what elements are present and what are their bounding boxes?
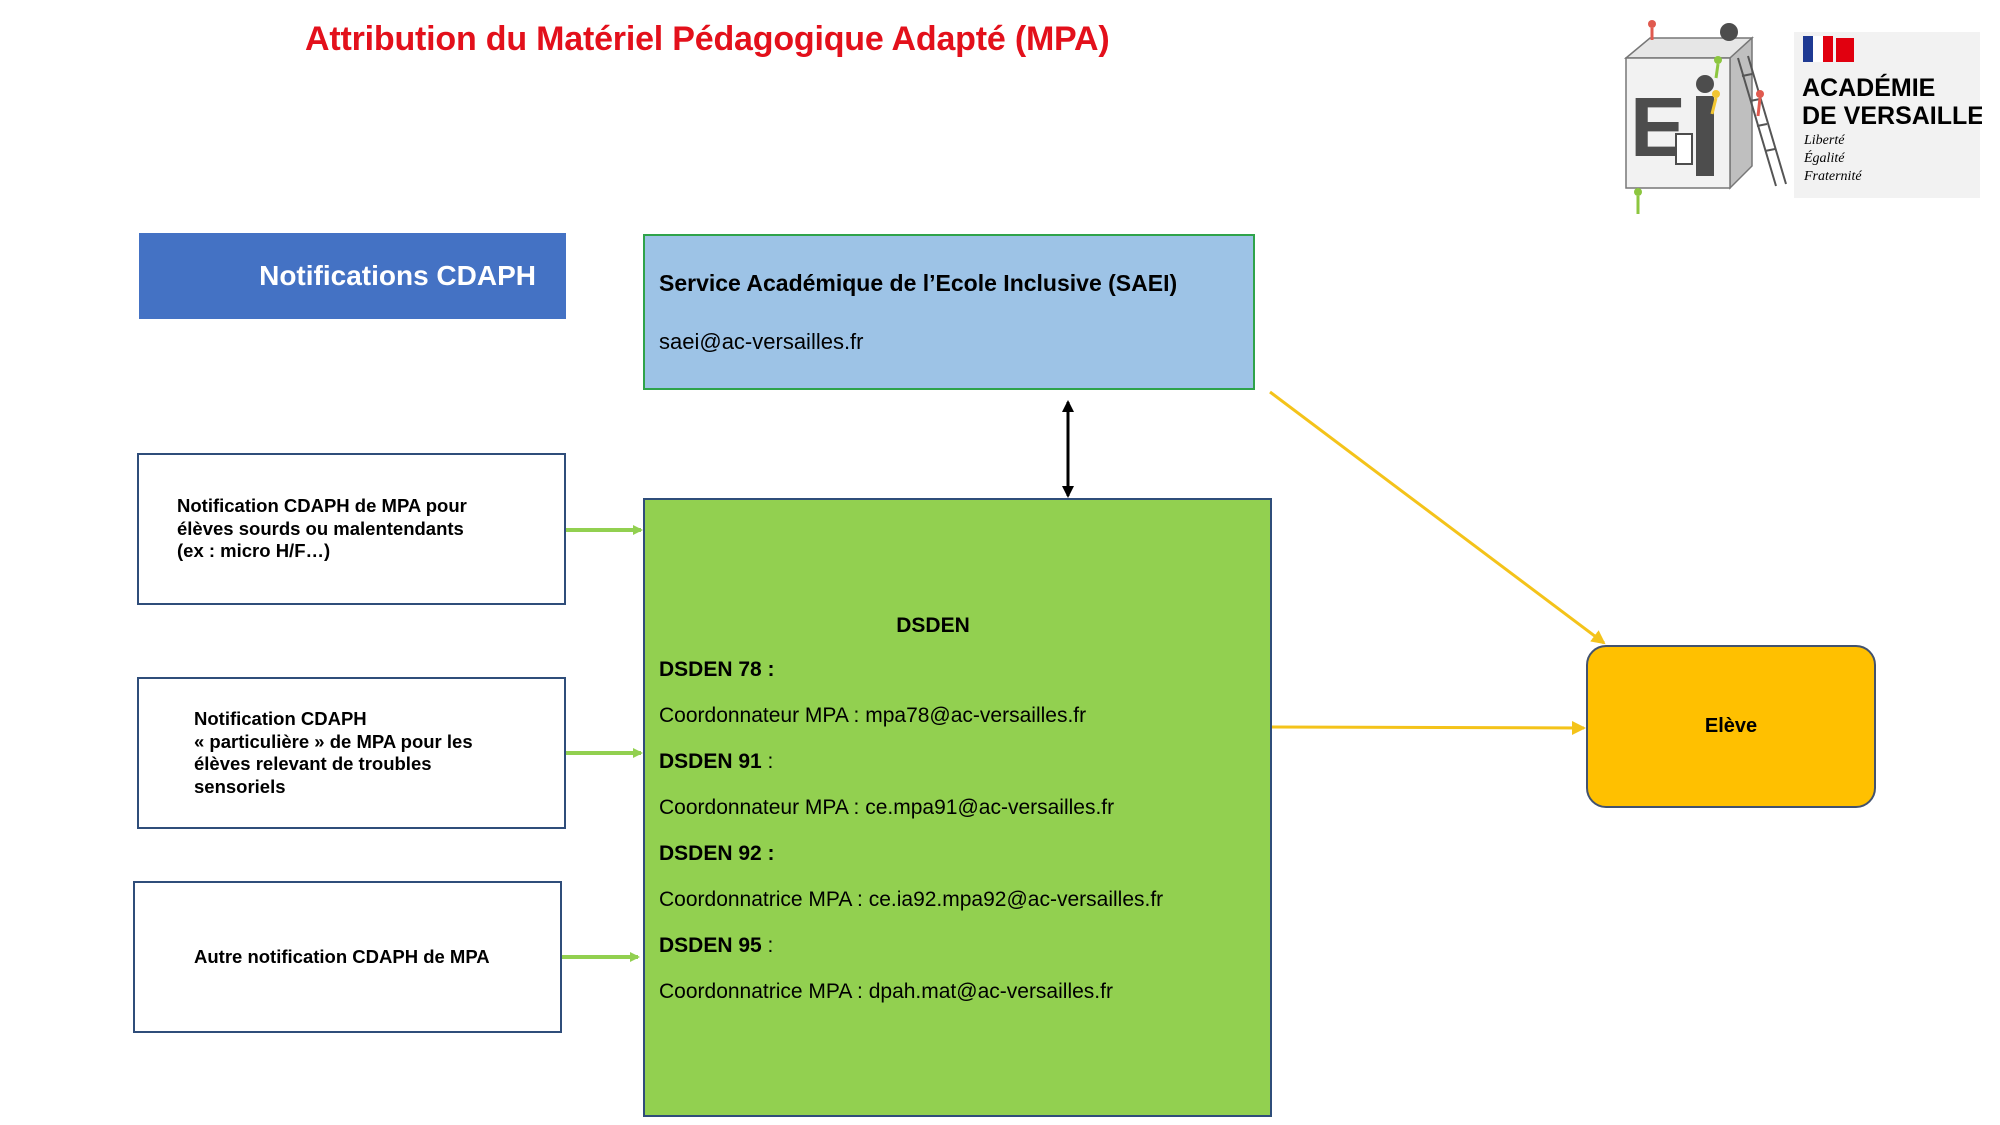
eleve-box: Elève (1586, 645, 1876, 808)
notification-box-particuliere: Notification CDAPH « particulière » de M… (137, 677, 566, 829)
academie-line2: DE VERSAILLES (1802, 102, 1982, 130)
saei-title: Service Académique de l’Ecole Inclusive … (659, 270, 1178, 296)
dsden-91-label: DSDEN 91 : (659, 750, 774, 773)
notification-text: Autre notification CDAPH de MPA (194, 945, 490, 967)
notification-text: Notification CDAPH de MPA pour élèves so… (177, 495, 467, 562)
saei-email: saei@ac-versailles.fr (659, 329, 864, 354)
dsden-95-contact: Coordonnatrice MPA : dpah.mat@ac-versail… (659, 980, 1113, 1003)
page-title: Attribution du Matériel Pédagogique Adap… (305, 20, 1110, 58)
dsden-91-contact: Coordonnateur MPA : ce.mpa91@ac-versaill… (659, 796, 1115, 819)
dsden-92-label: DSDEN 92 : (659, 842, 775, 865)
notifications-header: Notifications CDAPH (139, 233, 566, 319)
dsden-78-contact: Coordonnateur MPA : mpa78@ac-versailles.… (659, 704, 1087, 727)
dsden-95-label: DSDEN 95 : (659, 934, 774, 957)
motto-fraternite: Fraternité (1803, 169, 1862, 184)
academie-line1: ACADÉMIE (1802, 73, 1935, 102)
dsden-78-label: DSDEN 78 : (659, 658, 775, 681)
ecole-inclusive-logo: E ACADÉMIE DE VERSAILLES Liberté Égalité (1623, 20, 2000, 214)
dsden-title: DSDEN (896, 614, 970, 637)
motto-egalite: Égalité (1803, 149, 1845, 166)
motto-liberte: Liberté (1803, 133, 1845, 148)
dsden-92-contact: Coordonnatrice MPA : ce.ia92.mpa92@ac-ve… (659, 888, 1164, 911)
saei-box: Service Académique de l’Ecole Inclusive … (643, 234, 1255, 390)
notification-box-sourds: Notification CDAPH de MPA pour élèves so… (137, 453, 566, 605)
arrow-dsden-to-eleve (1271, 720, 1586, 735)
arrow-saei-to-eleve (1269, 390, 1606, 645)
notification-box-autre: Autre notification CDAPH de MPA (133, 881, 562, 1033)
dsden-box: DSDEN DSDEN 78 : Coordonnateur MPA : mpa… (643, 498, 1272, 1117)
logo-area: E ACADÉMIE DE VERSAILLES Liberté Égalité (1612, 16, 2000, 226)
notification-text: Notification CDAPH « particulière » de M… (194, 708, 473, 797)
